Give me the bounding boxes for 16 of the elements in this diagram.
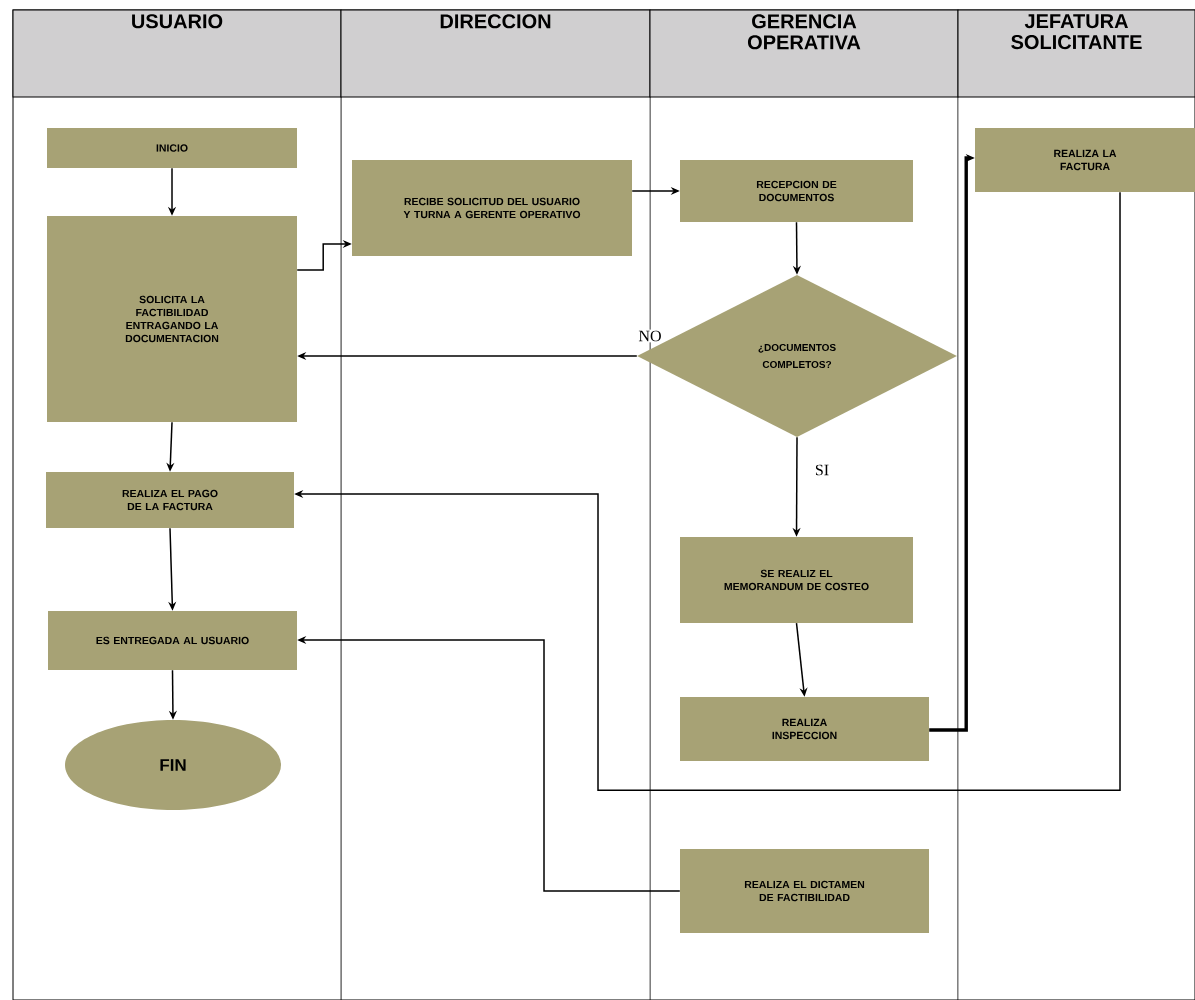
process-box: REALIZA INSPECCION <box>680 697 929 761</box>
process-box: REALIZA LA FACTURA <box>975 128 1195 192</box>
process-box: SE REALIZ EL MEMORANDUM DE COSTEO <box>680 537 913 623</box>
lane-header: GERENCIA OPERATIVA <box>649 9 959 98</box>
process-box: REALIZA EL PAGO DE LA FACTURA <box>46 472 294 528</box>
process-box: SOLICITA LA FACTIBILIDAD ENTRAGANDO LA DOCUMENTACION <box>47 216 297 422</box>
edge-label: NO <box>637 329 663 343</box>
process-box: ES ENTREGADA AL USUARIO <box>48 611 297 670</box>
process-box: RECEPCION DE DOCUMENTOS <box>680 160 913 222</box>
lane-header: JEFATURA SOLICITANTE <box>957 9 1195 98</box>
lane-header: DIRECCION <box>340 9 651 98</box>
process-box: INICIO <box>47 128 297 168</box>
process-box: REALIZA EL DICTAMEN DE FACTIBILIDAD <box>680 849 929 933</box>
process-box: RECIBE SOLICITUD DEL USUARIO Y TURNA A GERENTE OPERATIVO <box>352 160 632 256</box>
edge-label: SI <box>813 463 831 477</box>
lane-header: USUARIO <box>12 9 342 98</box>
